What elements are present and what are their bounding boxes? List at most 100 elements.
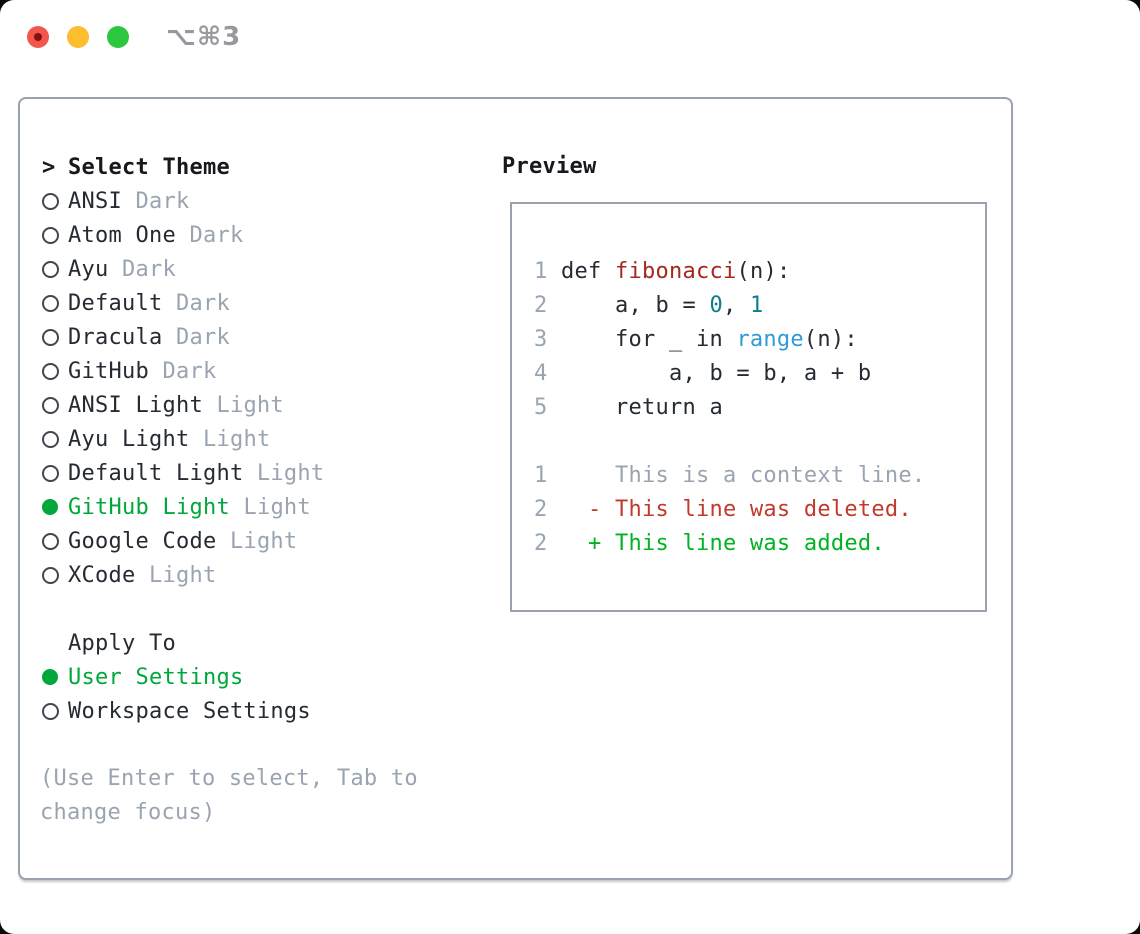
code-line: 3 for _ in range(n): [534, 323, 925, 357]
theme-variant-label: Light [189, 426, 271, 452]
theme-option-label: Default [68, 290, 163, 316]
apply-option-label: User Settings [68, 664, 244, 690]
theme-variant-label: Light [135, 562, 217, 588]
code-token: 0 [709, 293, 723, 318]
radio-selected-icon [42, 499, 68, 515]
radio-unselected-icon [42, 328, 68, 346]
minimize-button-icon[interactable] [67, 26, 89, 48]
theme-option-label: Default Light [68, 460, 244, 486]
theme-option-label: Ayu Light [68, 426, 190, 452]
code-token: - This line was deleted. [561, 497, 912, 522]
code-line: 1 This is a context line. [534, 459, 925, 493]
help-text-line: (Use Enter to select, Tab to [40, 766, 418, 791]
code-token: (n): [803, 327, 858, 352]
theme-option-label: GitHub Light [68, 494, 230, 520]
line-number: 5 [534, 395, 548, 420]
theme-option-ansi[interactable]: ANSI Dark [42, 184, 324, 218]
theme-option-default[interactable]: Default Dark [42, 286, 324, 320]
code-line: 5 return a [534, 391, 925, 425]
code-token: 1 [749, 293, 764, 318]
radio-unselected-icon [42, 702, 68, 720]
theme-variant-label: Dark [162, 324, 230, 350]
code-token: for _ in [561, 327, 737, 352]
theme-option-atom-one[interactable]: Atom One Dark [42, 218, 324, 252]
theme-option-github[interactable]: GitHub Dark [42, 354, 324, 388]
apply-option-user-settings[interactable]: User Settings [42, 660, 311, 694]
theme-option-ayu[interactable]: Ayu Dark [42, 252, 324, 286]
theme-option-github-light[interactable]: GitHub Light Light [42, 490, 324, 524]
preview-title: Preview [502, 154, 597, 179]
code-token: , [722, 293, 750, 318]
radio-unselected-icon [42, 532, 68, 550]
code-token: a, b = b, a + b [561, 361, 872, 386]
theme-option-label: Dracula [68, 324, 163, 350]
theme-variant-label: Light [202, 392, 284, 418]
code-token: This is a context line. [561, 463, 926, 488]
theme-list-title: Select Theme [68, 154, 230, 180]
theme-option-label: Ayu [68, 256, 109, 282]
theme-option-xcode[interactable]: XCode Light [42, 558, 324, 592]
radio-unselected-icon [42, 260, 68, 278]
theme-variant-label: Dark [162, 290, 230, 316]
apply-to-header-row: Apply To [42, 626, 311, 660]
code-token: (n): [736, 259, 791, 284]
code-token: fibonacci [614, 259, 737, 284]
theme-variant-label: Light [229, 494, 311, 520]
radio-unselected-icon [42, 430, 68, 448]
zoom-button-icon[interactable] [107, 26, 129, 48]
theme-option-label: Google Code [68, 528, 217, 554]
code-line: 2 - This line was deleted. [534, 493, 925, 527]
window-title: ⌥⌘3 [166, 22, 242, 52]
code-line: 2 a, b = 0, 1 [534, 289, 925, 323]
line-number: 4 [534, 361, 548, 386]
radio-unselected-icon [42, 192, 68, 210]
line-number: 1 [534, 463, 548, 488]
theme-option-ayu-light[interactable]: Ayu Light Light [42, 422, 324, 456]
radio-unselected-icon [42, 226, 68, 244]
theme-option-dracula[interactable]: Dracula Dark [42, 320, 324, 354]
radio-selected-icon [42, 669, 68, 685]
code-line: 2 + This line was added. [534, 527, 925, 561]
theme-variant-label: Dark [108, 256, 176, 282]
code-token: range [736, 327, 804, 352]
line-number: 2 [534, 293, 548, 318]
theme-option-default-light[interactable]: Default Light Light [42, 456, 324, 490]
radio-unselected-icon [42, 396, 68, 414]
prompt-icon: > [42, 154, 56, 180]
radio-unselected-icon [42, 294, 68, 312]
theme-variant-label: Light [216, 528, 298, 554]
theme-option-google-code[interactable]: Google Code Light [42, 524, 324, 558]
line-number: 3 [534, 327, 548, 352]
apply-option-workspace-settings[interactable]: Workspace Settings [42, 694, 311, 728]
line-number: 1 [534, 259, 548, 284]
code-line: 1 def fibonacci(n): [534, 255, 925, 289]
theme-option-label: GitHub [68, 358, 149, 384]
code-line: 4 a, b = b, a + b [534, 357, 925, 391]
theme-variant-label: Dark [121, 188, 190, 214]
help-text-line: change focus) [40, 800, 216, 825]
line-number: 2 [534, 497, 548, 522]
close-button-icon[interactable] [27, 26, 49, 48]
apply-option-label: Workspace Settings [68, 698, 311, 724]
theme-option-label: ANSI [68, 188, 122, 214]
code-line [534, 425, 925, 459]
theme-variant-label: Dark [148, 358, 217, 384]
radio-unselected-icon [42, 464, 68, 482]
theme-option-label: ANSI Light [68, 392, 203, 418]
theme-variant-label: Light [243, 460, 325, 486]
traffic-lights [27, 26, 129, 48]
code-token: + This line was added. [561, 531, 885, 556]
theme-list-header-row: > Select Theme [42, 150, 324, 184]
apply-to-title: Apply To [68, 630, 176, 656]
theme-option-ansi-light[interactable]: ANSI Light Light [42, 388, 324, 422]
theme-option-label: XCode [68, 562, 136, 588]
theme-option-label: Atom One [68, 222, 176, 248]
code-token: def [561, 259, 615, 284]
radio-unselected-icon [42, 566, 68, 584]
